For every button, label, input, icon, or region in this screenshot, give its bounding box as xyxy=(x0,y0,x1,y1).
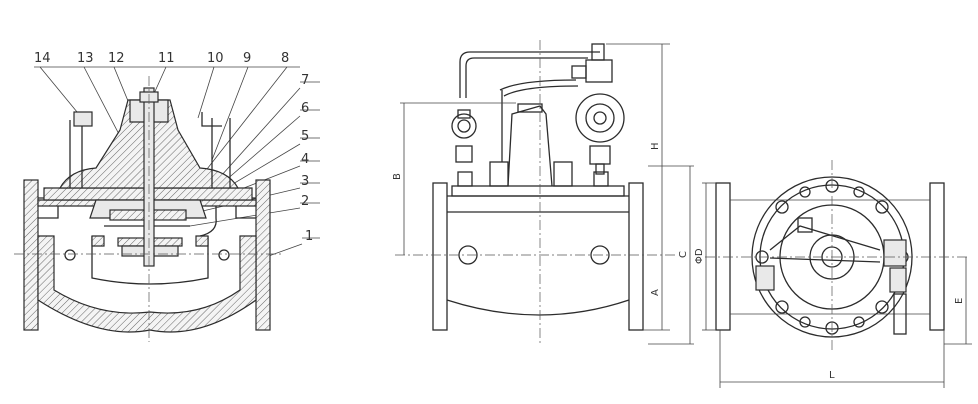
dimension-label-e: E xyxy=(954,298,965,304)
part-label-12: 12 xyxy=(108,51,125,66)
part-label-11: 11 xyxy=(158,51,175,66)
end-dimensions xyxy=(702,182,972,388)
part-label-5: 5 xyxy=(301,129,309,144)
end-view: ΦD E L xyxy=(694,160,972,388)
dimension-label-h: H xyxy=(650,142,661,150)
dimension-label-l: L xyxy=(829,370,835,381)
part-label-14: 14 xyxy=(34,51,51,66)
part-label-8: 8 xyxy=(281,51,289,66)
dimension-label-phid: ΦD xyxy=(694,248,705,264)
part-label-2: 2 xyxy=(301,194,309,209)
part-label-4: 4 xyxy=(301,152,309,167)
section-view: 14 13 12 11 10 9 8 7 6 5 4 3 2 1 xyxy=(14,51,320,342)
dimension-label-a: A xyxy=(650,289,661,296)
dimension-label-b: B xyxy=(392,173,403,180)
part-label-1: 1 xyxy=(305,229,313,244)
front-dimensions xyxy=(400,43,694,345)
part-label-9: 9 xyxy=(243,51,251,66)
front-view: H B C A xyxy=(392,40,694,345)
part-label-10: 10 xyxy=(207,51,224,66)
section-body xyxy=(14,76,284,342)
part-label-3: 3 xyxy=(301,174,309,189)
part-label-6: 6 xyxy=(301,101,309,116)
part-label-7: 7 xyxy=(301,73,309,88)
dimension-label-c: C xyxy=(678,251,689,258)
part-label-13: 13 xyxy=(77,51,94,66)
